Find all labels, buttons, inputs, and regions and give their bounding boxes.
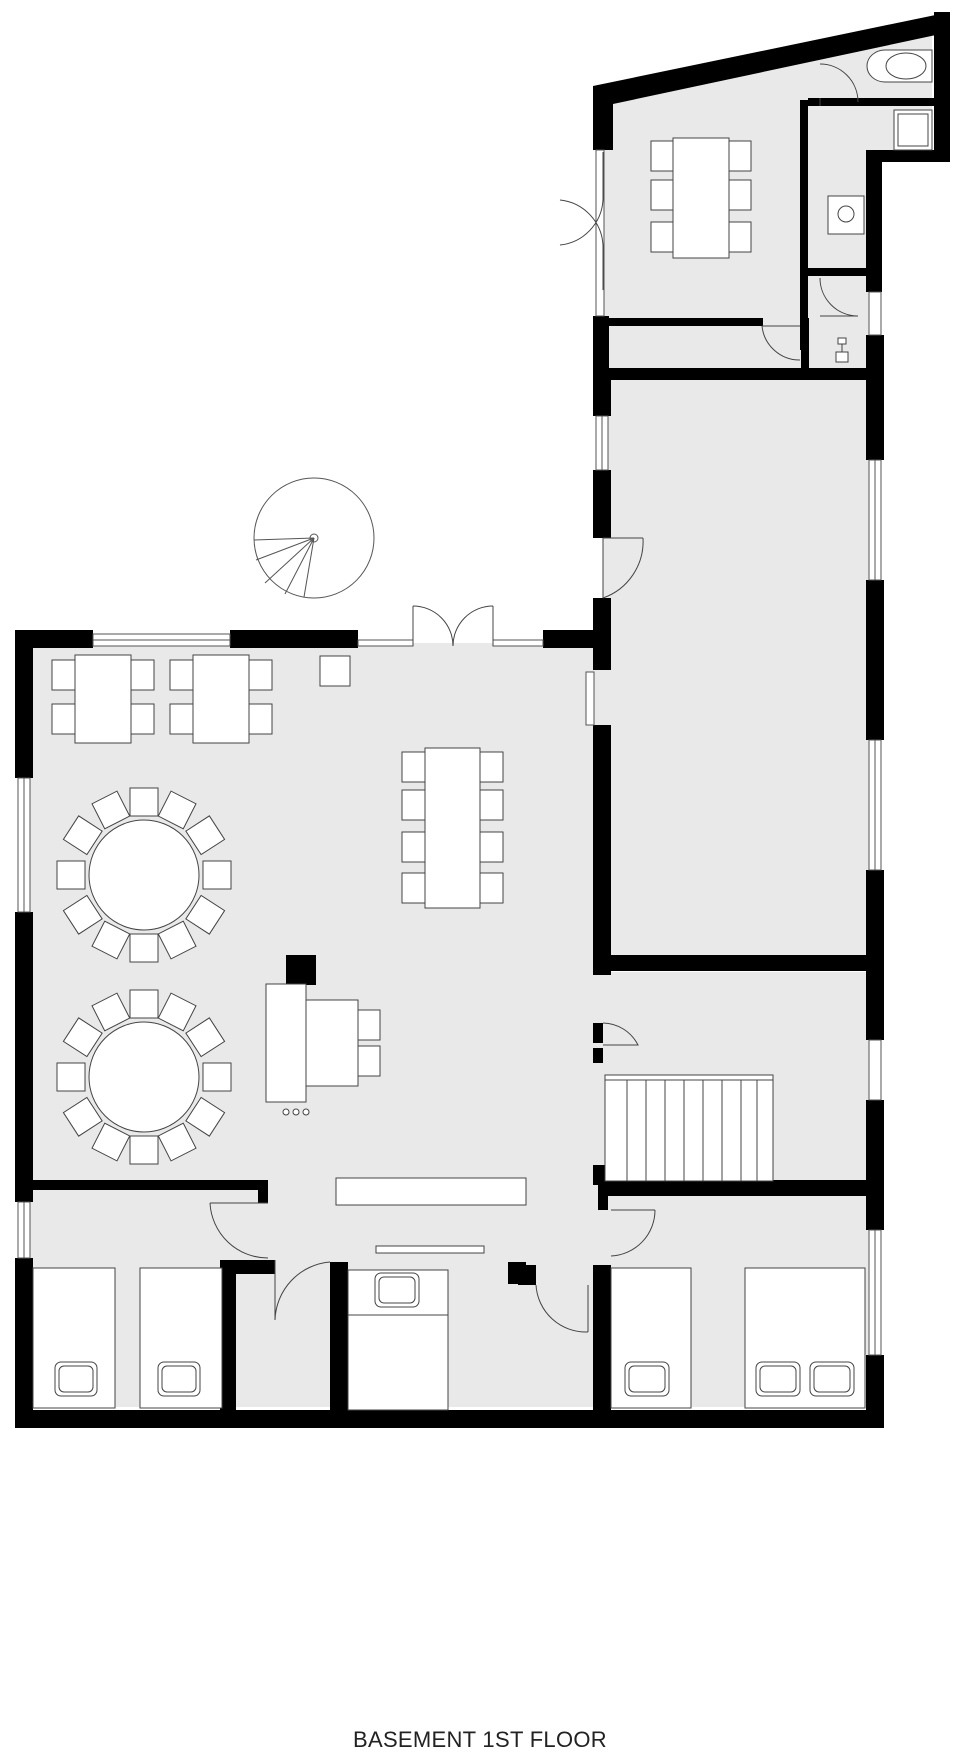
straight-staircase-icon [604,1074,774,1182]
walls [15,12,950,1428]
plan-caption: BASEMENT 1ST FLOOR [353,1727,607,1752]
table-icon [650,137,752,259]
north-room-floor [603,24,932,372]
bed-icon [139,1267,223,1409]
door-swing-icon [412,605,494,647]
table-icon [51,654,155,744]
table-icon [169,654,273,744]
table-icon [401,747,504,909]
round-table-icon [56,989,232,1165]
shower-icon [893,109,933,151]
bed-icon [32,1267,116,1409]
east-hall-floor [603,378,875,960]
north-east-wall [934,12,950,160]
spiral-staircase-icon [253,477,375,599]
windows [17,149,882,1356]
round-table-icon [56,787,232,963]
bed-icon [610,1267,692,1409]
stove-icon [265,983,381,1116]
valve-icon [835,337,849,363]
doors [209,63,859,1333]
toilet-icon [866,49,933,83]
north-angled-wall [593,12,950,150]
sink-icon [827,195,865,235]
bed-icon [744,1267,866,1409]
furniture [32,49,933,1411]
bed-icon [347,1269,449,1411]
